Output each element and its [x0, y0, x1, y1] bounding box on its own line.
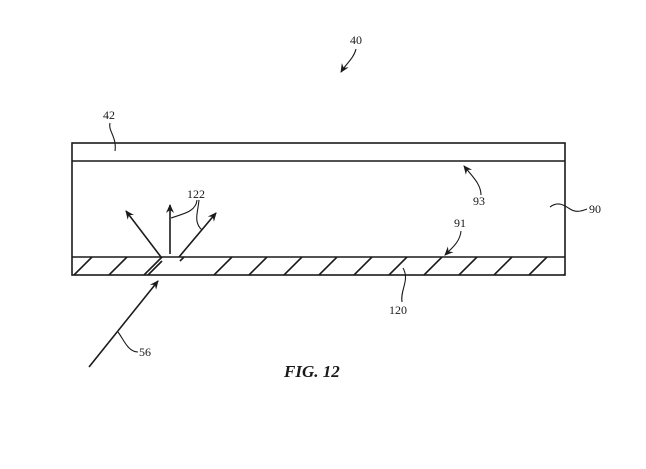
scattered-ray-left [125, 210, 162, 258]
label-90: 90 [589, 202, 601, 216]
leader-42 [109, 122, 116, 152]
leader-90 [549, 203, 588, 212]
hatch-line [318, 257, 338, 275]
hatch-line [108, 257, 128, 275]
hatch-line [599, 257, 617, 275]
label-42: 42 [103, 108, 115, 122]
leader-120 [401, 267, 407, 303]
scattering-layer-hatch [73, 257, 617, 275]
leader-91 [444, 230, 462, 256]
label-93: 93 [473, 194, 485, 208]
hatch-line [423, 257, 443, 275]
hatch-line [563, 272, 565, 275]
hatch-line [528, 257, 548, 275]
device-outline [71, 142, 566, 276]
hatch-line [388, 257, 408, 275]
hatch-line [73, 257, 93, 275]
leader-122-a [170, 199, 198, 219]
hatch-line [147, 260, 163, 275]
hatch-line [213, 257, 233, 275]
hatch-line [143, 257, 163, 275]
leader-122-b [196, 199, 203, 231]
hatch-line [458, 257, 478, 275]
figure-caption: FIG. 12 [283, 362, 340, 381]
hatch-line [179, 257, 185, 262]
hatch-line [283, 257, 303, 275]
leader-40 [340, 48, 357, 73]
hatch-line [353, 257, 373, 275]
leader-93 [463, 165, 482, 196]
label-91: 91 [454, 216, 466, 230]
incident-ray [88, 280, 159, 368]
label-56: 56 [139, 345, 151, 359]
hatch-line [248, 257, 268, 275]
leader-56 [117, 331, 139, 353]
hatch-line [493, 257, 513, 275]
label-40: 40 [350, 33, 362, 47]
scattered-ray-right [178, 212, 217, 258]
label-120: 120 [389, 303, 407, 317]
label-122: 122 [187, 187, 205, 201]
